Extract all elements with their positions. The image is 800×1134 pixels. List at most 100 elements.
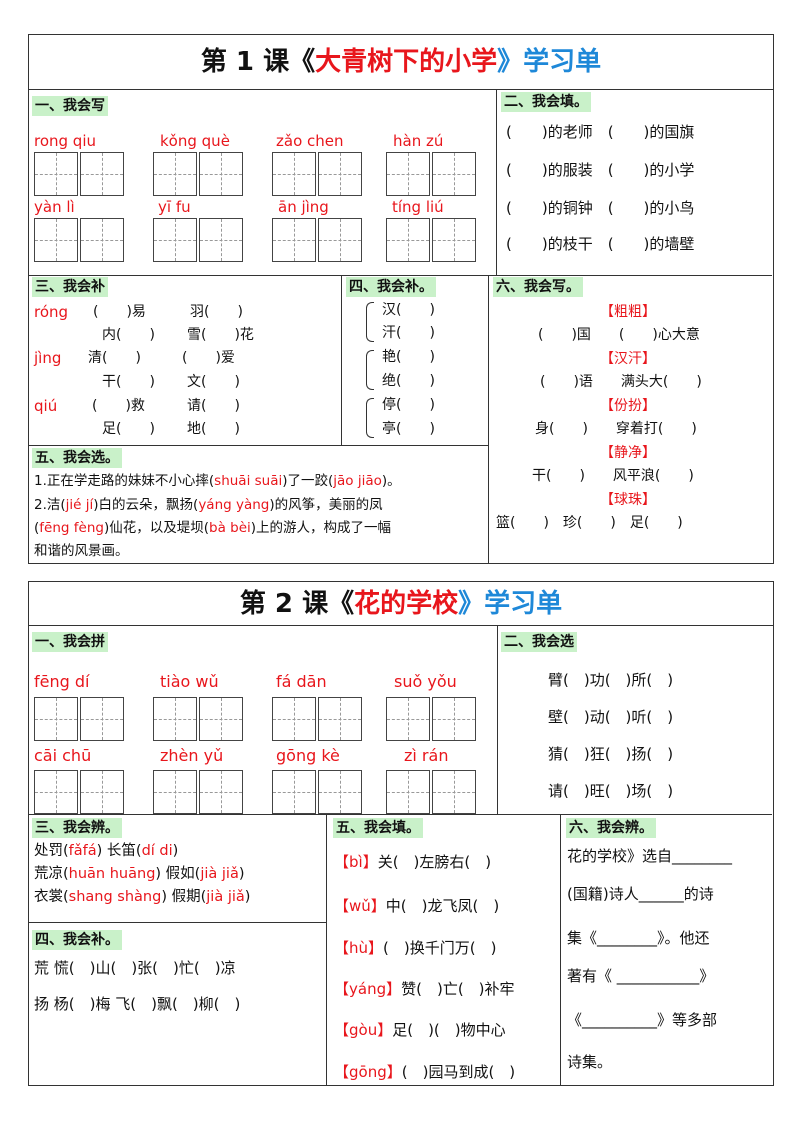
writing-box[interactable] <box>80 697 124 741</box>
l2-s1-pinyin: gōng kè <box>276 746 340 765</box>
l1-s1-pinyin: yī fu <box>158 198 191 216</box>
writing-box[interactable] <box>272 697 316 741</box>
writing-box[interactable] <box>153 152 197 196</box>
writing-box[interactable] <box>386 152 430 196</box>
fill-line[interactable]: 《__________》等多部 <box>567 1011 718 1029</box>
word-line: 荒凉(huān huāng) 假如(jià jiǎ) <box>34 866 245 882</box>
fill-line[interactable]: 【wǔ】中( )龙飞凤( ) <box>334 897 500 915</box>
fill-line[interactable]: 壁( )动( )听( ) <box>548 708 674 726</box>
fill-item[interactable]: 汉( ) <box>382 302 435 318</box>
writing-box[interactable] <box>272 152 316 196</box>
writing-box[interactable] <box>199 152 243 196</box>
writing-box[interactable] <box>199 770 243 814</box>
writing-box[interactable] <box>432 152 476 196</box>
writing-box[interactable] <box>386 218 430 262</box>
fill-item[interactable]: 停( ) <box>382 397 435 413</box>
l2-s6-heading: 六、我会辨。 <box>566 818 656 838</box>
l2-s1-pinyin: zì rán <box>404 746 449 765</box>
lesson1-sheet: 第 1 课《大青树下的小学》学习单 <box>28 34 774 564</box>
fill-item[interactable]: 文( ) <box>187 374 240 390</box>
fill-line[interactable]: 干( ) 风平浪( ) <box>532 468 694 484</box>
writing-box[interactable] <box>153 218 197 262</box>
lesson2-title: 第 2 课《花的学校》学习单 <box>29 582 773 626</box>
fill-item[interactable]: 地( ) <box>187 421 240 437</box>
fill-item[interactable]: 亭( ) <box>382 421 435 437</box>
l1-s1-pinyin: kǒng què <box>160 132 230 150</box>
fill-item[interactable]: 雪( )花 <box>187 327 254 343</box>
fill-line[interactable]: 著有《 ___________》 <box>567 967 715 985</box>
fill-item[interactable]: 内( ) <box>102 327 155 343</box>
word-pair: 【球珠】 <box>600 492 656 508</box>
l1-s4-heading: 四、我会补。 <box>346 277 436 297</box>
fill-line[interactable]: ( )语 满头大( ) <box>540 374 702 390</box>
fill-line[interactable]: 【bì】关( )左膀右( ) <box>334 853 492 871</box>
fill-item[interactable]: 足( ) <box>102 421 155 437</box>
fill-line[interactable]: ( )的服装 ( )的小学 <box>506 161 695 179</box>
writing-box[interactable] <box>432 770 476 814</box>
fill-line[interactable]: 请( )旺( )场( ) <box>548 782 674 800</box>
l1-s1-pinyin: ān jìng <box>278 198 329 216</box>
writing-box[interactable] <box>80 152 124 196</box>
fill-item[interactable]: 请( ) <box>187 398 240 414</box>
fill-line[interactable]: 【gōng】( )园马到成( ) <box>334 1063 516 1081</box>
writing-box[interactable] <box>199 218 243 262</box>
fill-line[interactable]: ( )的铜钟 ( )的小鸟 <box>506 199 695 217</box>
writing-box[interactable] <box>199 697 243 741</box>
fill-item[interactable]: ( )易 <box>93 304 146 320</box>
fill-line[interactable]: (国籍)诗人______的诗 <box>567 885 714 903</box>
word-pair: 【静净】 <box>600 445 656 461</box>
fill-item[interactable]: 汗( ) <box>382 325 435 341</box>
fill-line[interactable]: 【hù】( )换千门万( ) <box>334 939 497 957</box>
writing-box[interactable] <box>153 697 197 741</box>
fill-item[interactable]: 干( ) <box>102 374 155 390</box>
writing-box[interactable] <box>80 770 124 814</box>
fill-item[interactable]: 艳( ) <box>382 349 435 365</box>
fill-line[interactable]: 【gòu】足( )( )物中心 <box>334 1021 506 1039</box>
writing-box[interactable] <box>272 218 316 262</box>
l1-s3-heading: 三、我会补 <box>32 277 108 297</box>
fill-line[interactable]: 诗集。 <box>567 1053 613 1071</box>
fill-line[interactable]: 篮( ) 珍( ) 足( ) <box>496 515 683 531</box>
writing-box[interactable] <box>432 218 476 262</box>
writing-box[interactable] <box>272 770 316 814</box>
writing-box[interactable] <box>318 218 362 262</box>
l1-s1-heading: 一、我会写 <box>32 96 108 116</box>
writing-box[interactable] <box>386 697 430 741</box>
fill-line[interactable]: 【yáng】赞( )亡( )补牢 <box>334 980 515 998</box>
writing-box[interactable] <box>318 697 362 741</box>
writing-box[interactable] <box>80 218 124 262</box>
lesson2-sheet: 第 2 课《花的学校》学习单 <box>28 581 774 1086</box>
fill-item[interactable]: ( )爱 <box>182 350 235 366</box>
fill-item[interactable]: 羽( ) <box>190 304 243 320</box>
fill-line[interactable]: 花的学校》选自________ <box>567 847 733 865</box>
writing-box[interactable] <box>318 770 362 814</box>
fill-line[interactable]: 猜( )狂( )扬( ) <box>548 745 674 763</box>
fill-line[interactable]: 荒 慌( )山( )张( )忙( )凉 <box>34 959 236 977</box>
l2-s3-heading: 三、我会辨。 <box>32 818 122 838</box>
writing-box[interactable] <box>34 152 78 196</box>
writing-box[interactable] <box>153 770 197 814</box>
writing-box[interactable] <box>34 697 78 741</box>
fill-item[interactable]: 绝( ) <box>382 373 435 389</box>
writing-box[interactable] <box>432 697 476 741</box>
fill-line[interactable]: ( )的老师 ( )的国旗 <box>506 123 695 141</box>
fill-item[interactable]: ( )救 <box>92 398 145 414</box>
fill-item[interactable]: 清( ) <box>88 350 141 366</box>
fill-line[interactable]: ( )国 ( )心大意 <box>538 327 700 343</box>
writing-box[interactable] <box>34 218 78 262</box>
fill-line[interactable]: 身( ) 穿着打( ) <box>535 421 697 437</box>
writing-box[interactable] <box>386 770 430 814</box>
fill-line[interactable]: 臂( )功( )所( ) <box>548 671 674 689</box>
fill-line[interactable]: 扬 杨( )梅 飞( )飘( )柳( ) <box>34 995 241 1013</box>
pinyin-label: róng <box>34 303 69 321</box>
fill-line[interactable]: 集《________》。他还 <box>567 929 710 947</box>
l1-s6-heading: 六、我会写。 <box>493 277 583 297</box>
writing-box[interactable] <box>318 152 362 196</box>
writing-box[interactable] <box>34 770 78 814</box>
lesson1-title: 第 1 课《大青树下的小学》学习单 <box>29 35 773 90</box>
fill-line[interactable]: ( )的枝干 ( )的墙壁 <box>506 235 695 253</box>
l2-s1-pinyin: tiào wǔ <box>160 672 219 691</box>
l2-s1-pinyin: fēng dí <box>34 672 90 691</box>
pinyin-label: jìng <box>34 349 62 367</box>
word-pair: 【粗粗】 <box>600 304 656 320</box>
